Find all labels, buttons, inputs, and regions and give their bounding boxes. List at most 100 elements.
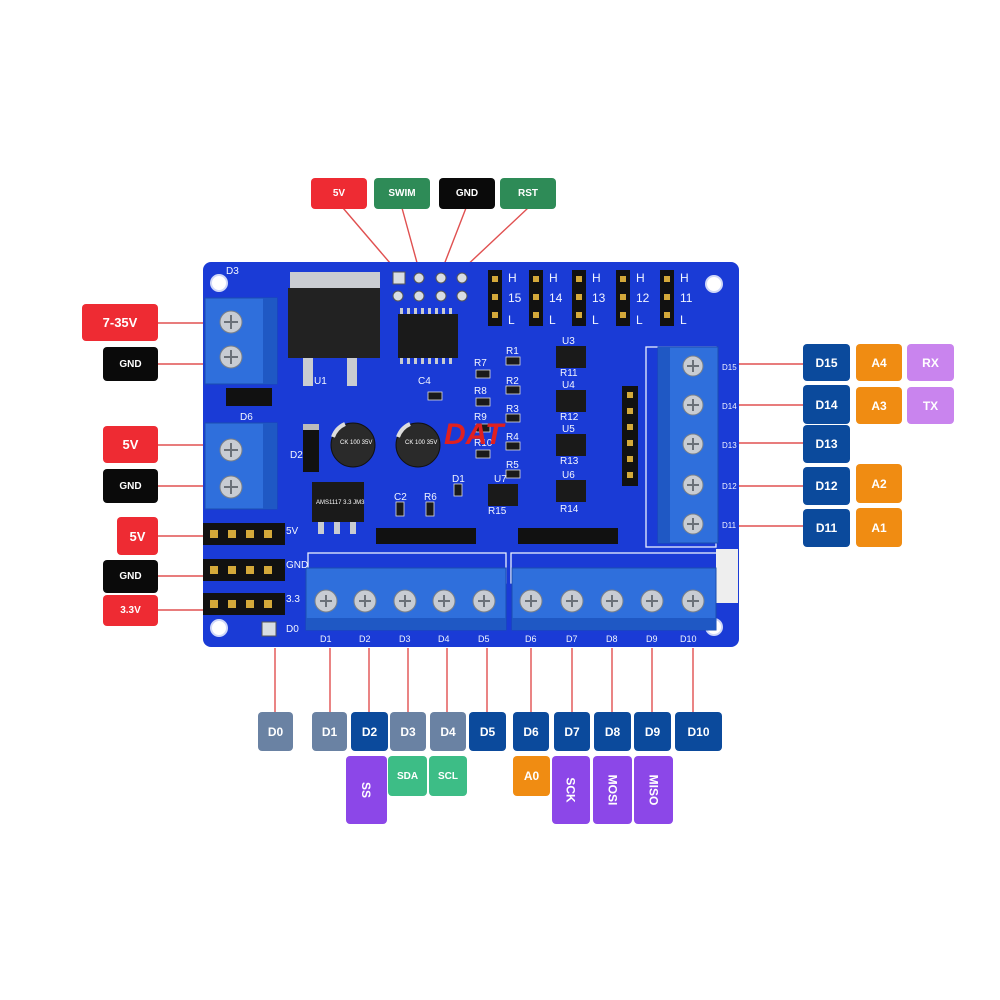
label-left-3v3: 3.3V <box>103 595 158 626</box>
jp12-l: L <box>636 313 643 327</box>
led-header <box>622 386 638 486</box>
silk-d2: D2 <box>290 450 303 461</box>
silk-r5: R5 <box>506 460 519 471</box>
label-bottom-d5: D5 <box>469 712 506 751</box>
silk-r-d11: D11 <box>722 521 737 530</box>
silk-u4: U4 <box>562 380 575 391</box>
silk-u7: U7 <box>494 474 507 485</box>
cap1-text: CK 100 35V <box>340 440 372 446</box>
silk-r-d15: D15 <box>722 363 737 372</box>
label-bottom-miso-text: MISO <box>646 774 661 806</box>
label-right-a3: A3 <box>856 387 902 424</box>
label-right-d11: D11 <box>803 509 850 547</box>
silk-c4: C4 <box>418 376 431 387</box>
silk-d3: D3 <box>226 266 239 277</box>
jumper-headers <box>488 270 674 326</box>
jp12-h: H <box>636 271 645 285</box>
silk-u6: U6 <box>562 470 575 481</box>
silk-5v: 5V <box>286 526 299 537</box>
label-bottom-miso: MISO <box>634 756 673 824</box>
label-bottom-sck-text: SCK <box>564 777 578 803</box>
silk-b-d4: D4 <box>438 634 450 644</box>
silk-u3: U3 <box>562 336 575 347</box>
cap2-text: CK 100 35V <box>405 440 437 446</box>
label-bottom-d6: D6 <box>513 712 549 751</box>
label-bottom-d3: D3 <box>390 712 426 751</box>
label-top-rst: RST <box>500 178 556 209</box>
dat-logo: DAT <box>444 418 506 451</box>
silk-b-d8: D8 <box>606 634 618 644</box>
silk-r-d12: D12 <box>722 482 737 491</box>
jp14-h: H <box>549 271 558 285</box>
silk-r7: R7 <box>474 358 487 369</box>
label-left-5v-2: 5V <box>117 517 158 555</box>
terminal-power-in <box>204 297 278 385</box>
jp13-l: L <box>592 313 599 327</box>
regulator-ams1117 <box>312 482 364 534</box>
label-left-5v-1: 5V <box>103 426 158 463</box>
label-right-d12: D12 <box>803 467 850 505</box>
label-bottom-d4: D4 <box>430 712 466 751</box>
reg-text: AMS1117 3.3 JM3 <box>316 500 365 506</box>
silk-3v3: 3.3 <box>286 594 300 605</box>
mount-hole-tr <box>705 275 723 293</box>
label-bottom-a0: A0 <box>513 756 550 796</box>
silk-r6: R6 <box>424 492 437 503</box>
silk-d1: D1 <box>452 474 465 485</box>
silk-d0: D0 <box>286 624 299 635</box>
silk-b-d7: D7 <box>566 634 578 644</box>
pcb <box>203 262 739 647</box>
silk-gnd: GND <box>286 560 308 571</box>
label-right-rx: RX <box>907 344 954 381</box>
pad-d0 <box>261 621 277 637</box>
silk-b-d6: D6 <box>525 634 537 644</box>
label-bottom-ss: SS <box>346 756 387 824</box>
jp15-h: H <box>508 271 517 285</box>
label-bottom-sda: SDA <box>388 756 427 796</box>
jp15-l: L <box>508 313 515 327</box>
label-bottom-sck: SCK <box>552 756 590 824</box>
label-bottom-d8: D8 <box>594 712 631 751</box>
jp13-num: 13 <box>592 291 606 305</box>
label-right-d14: D14 <box>803 385 850 424</box>
left-power-header <box>203 523 285 615</box>
silk-r15: R15 <box>488 506 507 517</box>
optocouplers <box>488 346 586 506</box>
jp14-num: 14 <box>549 291 563 305</box>
silk-b-d9: D9 <box>646 634 658 644</box>
terminal-bottom-right <box>511 567 717 631</box>
label-top-5v: 5V <box>311 178 367 209</box>
label-left-7-35v: 7-35V <box>82 304 158 341</box>
label-bottom-d9: D9 <box>634 712 671 751</box>
jp11-l: L <box>680 313 687 327</box>
silk-u1: U1 <box>314 376 327 387</box>
silk-r8: R8 <box>474 386 487 397</box>
label-bottom-mosi: MOSI <box>593 756 632 824</box>
diode-d6 <box>226 388 272 406</box>
silk-u5: U5 <box>562 424 575 435</box>
smd-resistors <box>395 356 521 517</box>
label-bottom-d10: D10 <box>675 712 722 751</box>
mid-headers <box>376 528 618 544</box>
label-left-gnd-3: GND <box>103 560 158 593</box>
regulator-u1 <box>288 272 380 386</box>
label-right-d13: D13 <box>803 425 850 463</box>
label-bottom-mosi-text: MOSI <box>605 774 620 806</box>
label-right-a4: A4 <box>856 344 902 381</box>
jp11-num: 11 <box>680 291 693 305</box>
silk-b-d5: D5 <box>478 634 490 644</box>
jp12-num: 12 <box>636 291 650 305</box>
silk-r3: R3 <box>506 404 519 415</box>
silk-r2: R2 <box>506 376 519 387</box>
silk-r10: R10 <box>474 438 493 449</box>
mcu-chip <box>398 308 458 364</box>
label-right-tx: TX <box>907 387 954 424</box>
silk-b-d10: D10 <box>680 634 697 644</box>
silk-r-d13: D13 <box>722 441 737 450</box>
label-top-swim: SWIM <box>374 178 430 209</box>
label-bottom-d2: D2 <box>351 712 388 751</box>
jp11-h: H <box>680 271 689 285</box>
label-bottom-d1: D1 <box>312 712 347 751</box>
